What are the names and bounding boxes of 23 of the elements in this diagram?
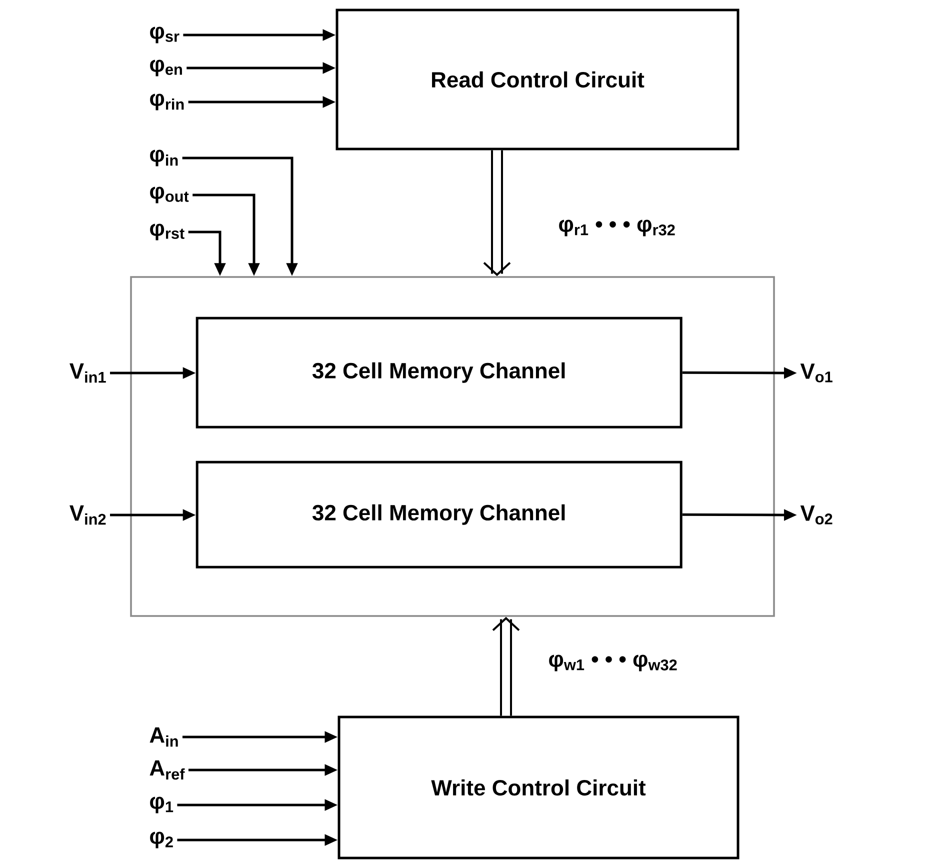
signal-label: φ$_{sr}$ <box>150 26 180 44</box>
memory-channel-box: 32 Cell Memory Channel <box>196 316 682 428</box>
edge-label: φ$_{r1}$ • • • φ$_{r32}$ <box>556 218 678 238</box>
signal-label: φ$_{2}$ <box>150 832 173 848</box>
control-circuit-box: Read Control Circuit <box>336 8 740 150</box>
bus-arrow <box>483 150 511 276</box>
memory-channel-box: 32 Cell Memory Channel <box>196 460 682 568</box>
signal-label: V$_{o2}$ <box>800 506 832 524</box>
signal-label: φ$_{en}$ <box>150 60 182 76</box>
signal-label: φ$_{rin}$ <box>150 94 184 110</box>
signal-label: V$_{in2}$ <box>70 505 106 525</box>
outer-box <box>130 276 775 617</box>
control-circuit-box: Write Control Circuit <box>338 716 740 860</box>
signal-label: φ$_{1}$ <box>150 796 174 814</box>
signal-label: φ$_{out}$ <box>150 186 189 204</box>
signal-label: φ$_{rst}$ <box>150 224 184 240</box>
signal-label: φ$_{in}$ <box>150 150 178 166</box>
signal-label: V$_{o1}$ <box>800 364 832 382</box>
bus-arrow <box>492 616 520 716</box>
signal-label: A$_{ref}$ <box>150 760 185 780</box>
signal-label: V$_{in1}$ <box>70 363 106 383</box>
signal-label: A$_{in}$ <box>150 727 178 747</box>
edge-label: φ$_{w1}$ • • • φ$_{w32}$ <box>546 652 680 674</box>
